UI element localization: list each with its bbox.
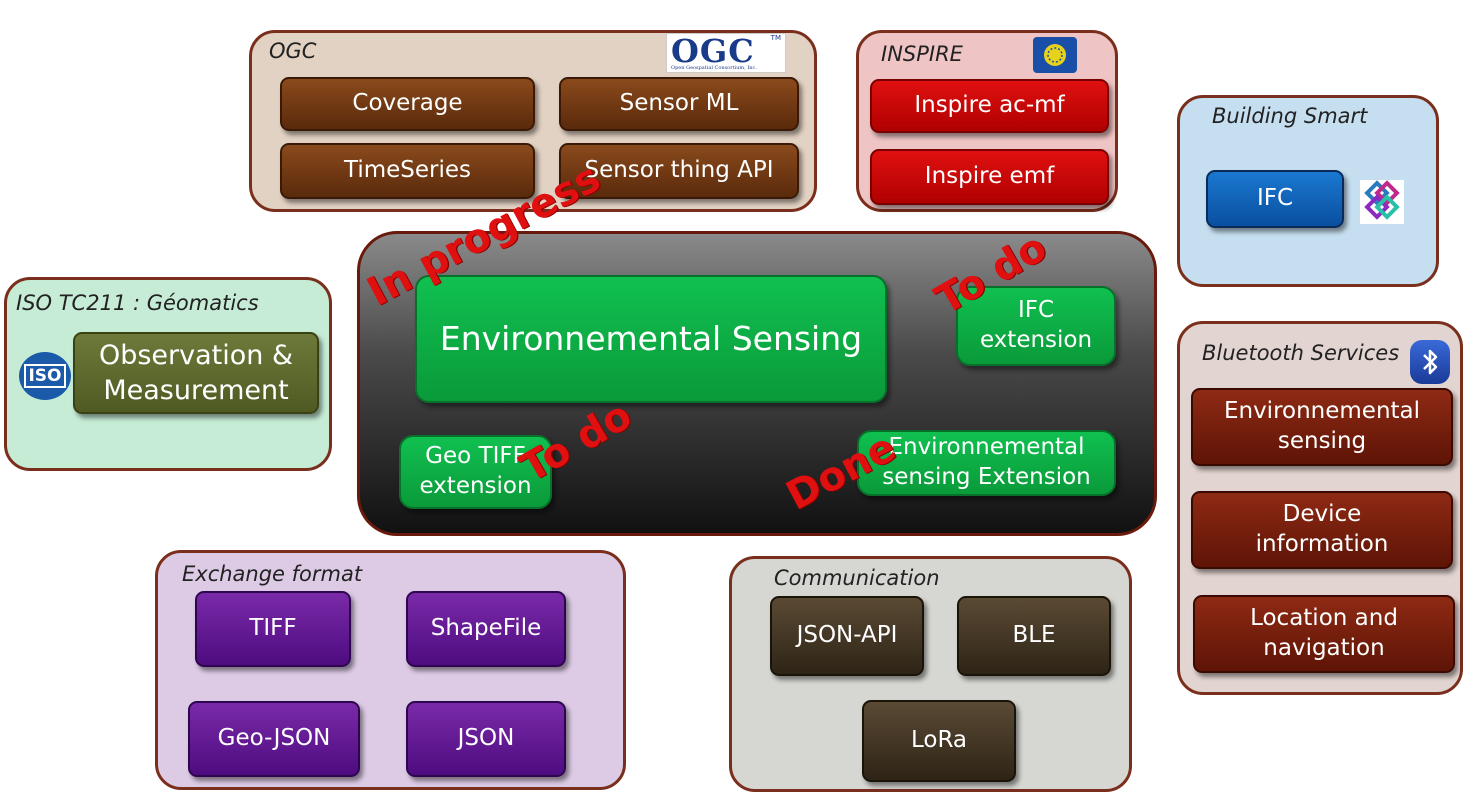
environnemental-sensing-box: Environnemental Sensing	[415, 275, 887, 403]
building-smart-title: Building Smart	[1212, 104, 1368, 128]
iso-logo-icon: ISO	[19, 352, 71, 400]
ogc-group-title: OGC	[269, 39, 317, 63]
ogc-logo: OGC TM Open Geospatial Consortium, Inc.	[666, 32, 786, 73]
inspire-group-title: INSPIRE	[881, 42, 963, 66]
ogc-sensorthing-box: Sensor thing API	[559, 143, 799, 199]
exchange-format-title: Exchange format	[182, 562, 363, 586]
lora-box: LoRa	[862, 700, 1016, 782]
ogc-logo-subtitle: Open Geospatial Consortium, Inc.	[671, 65, 757, 71]
ifc-extension-box: IFC extension	[956, 286, 1116, 366]
bt-location-navigation-box: Location and navigation	[1193, 595, 1455, 673]
bluetooth-group-title: Bluetooth Services	[1202, 341, 1400, 365]
shapefile-box: ShapeFile	[406, 591, 566, 667]
ble-box: BLE	[957, 596, 1111, 676]
geojson-box: Geo-JSON	[188, 701, 360, 777]
bluetooth-icon	[1410, 340, 1450, 384]
ogc-logo-tm: TM	[770, 34, 781, 42]
buildingsmart-logo-icon	[1360, 180, 1404, 224]
ogc-logo-text: OGC	[671, 32, 755, 70]
bt-environnemental-sensing-box: Environnemental sensing	[1191, 388, 1453, 466]
ogc-coverage-box: Coverage	[280, 77, 535, 131]
inspire-group: INSPIRE Inspire ac-mf Inspire emf	[856, 30, 1118, 212]
eu-inspire-logo-icon	[1033, 37, 1077, 73]
communication-group: Communication JSON-API BLE LoRa	[729, 556, 1132, 792]
iso-logo-text: ISO	[24, 364, 66, 388]
ogc-sensorml-box: Sensor ML	[559, 77, 799, 131]
inspire-acmf-box: Inspire ac-mf	[870, 79, 1109, 133]
exchange-format-group: Exchange format TIFF ShapeFile Geo-JSON …	[155, 550, 626, 790]
ogc-group: OGC OGC TM Open Geospatial Consortium, I…	[249, 30, 817, 212]
observation-measurement-box: Observation & Measurement	[73, 332, 319, 414]
env-sensing-extension-box: Environnemental sensing Extension	[857, 430, 1116, 496]
ifc-box: IFC	[1206, 170, 1344, 228]
iso-group: ISO TC211 : Géomatics ISO Observation & …	[4, 277, 332, 471]
json-api-box: JSON-API	[770, 596, 924, 676]
json-box: JSON	[406, 701, 566, 777]
inspire-emf-box: Inspire emf	[870, 149, 1109, 205]
bt-device-information-box: Device information	[1191, 491, 1453, 569]
bluetooth-group: Bluetooth Services Environnemental sensi…	[1177, 321, 1463, 695]
iso-group-title: ISO TC211 : Géomatics	[16, 291, 259, 315]
central-group: Environnemental Sensing IFC extension Ge…	[357, 231, 1157, 536]
communication-title: Communication	[774, 566, 940, 590]
tiff-box: TIFF	[195, 591, 351, 667]
geotiff-extension-box: Geo TIFF extension	[399, 435, 552, 509]
ogc-timeseries-box: TimeSeries	[280, 143, 535, 199]
eu-stars-icon	[1044, 44, 1066, 66]
building-smart-group: Building Smart IFC	[1177, 95, 1439, 287]
